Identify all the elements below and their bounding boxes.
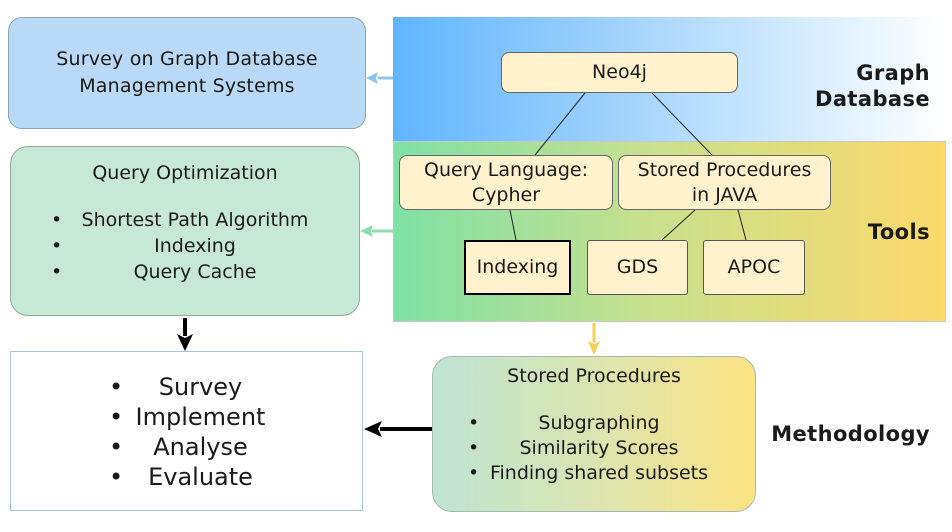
query-optimization-list: Shortest Path Algorithm Indexing Query C… bbox=[51, 207, 339, 285]
methodology-list: Subgraphing Similarity Scores Finding sh… bbox=[468, 411, 730, 486]
indexing-label: Indexing bbox=[476, 256, 559, 278]
neo4j-label: Neo4j bbox=[592, 61, 647, 83]
indexing-node: Indexing bbox=[464, 240, 571, 295]
list-item: Query Cache bbox=[51, 259, 339, 285]
apoc-label: APOC bbox=[727, 256, 781, 278]
arrow-tools-to-query-optimization bbox=[360, 225, 393, 237]
arrow-methodology-to-steps bbox=[364, 421, 432, 437]
query-language-node: Query Language: Cypher bbox=[399, 155, 613, 210]
list-item: Analyse bbox=[109, 432, 292, 462]
arrow-tools-to-methodology bbox=[588, 323, 600, 355]
list-item: Survey bbox=[109, 372, 292, 402]
edge-stored-procedures-apoc bbox=[737, 209, 747, 241]
query-optimization-box: Query Optimization Shortest Path Algorit… bbox=[10, 146, 360, 316]
query-language-line-1: Query Language: bbox=[424, 158, 588, 181]
methodology-title: Stored Procedures bbox=[507, 365, 681, 387]
methodology-label: Methodology bbox=[771, 422, 930, 446]
neo4j-node: Neo4j bbox=[501, 52, 738, 93]
stored-procedures-node: Stored Procedures in JAVA bbox=[618, 155, 831, 210]
list-item: Subgraphing bbox=[468, 411, 730, 436]
list-item: Similarity Scores bbox=[468, 436, 730, 461]
survey-line-1: Survey on Graph Database bbox=[56, 48, 318, 70]
apoc-node: APOC bbox=[703, 240, 805, 295]
graph-database-label-line-2: Database bbox=[815, 87, 930, 111]
graph-database-label: Graph Database bbox=[770, 60, 930, 112]
steps-box: Survey Implement Analyse Evaluate bbox=[10, 351, 363, 511]
arrow-query-optimization-to-steps bbox=[177, 318, 193, 351]
gds-node: GDS bbox=[587, 240, 688, 295]
query-optimization-title: Query Optimization bbox=[92, 162, 278, 184]
query-language-line-2: Cypher bbox=[471, 183, 541, 206]
stored-procedures-line-1: Stored Procedures bbox=[637, 158, 812, 181]
methodology-box: Stored Procedures Subgraphing Similarity… bbox=[432, 356, 756, 512]
list-item: Shortest Path Algorithm bbox=[51, 207, 339, 233]
edge-neo4j-stored-procedures bbox=[651, 92, 713, 156]
list-item: Evaluate bbox=[109, 462, 292, 492]
edge-neo4j-query-language bbox=[534, 92, 586, 156]
stored-procedures-line-2: in JAVA bbox=[691, 183, 758, 206]
gds-label: GDS bbox=[616, 256, 659, 278]
steps-list: Survey Implement Analyse Evaluate bbox=[109, 372, 292, 492]
survey-line-2: Management Systems bbox=[79, 75, 295, 97]
list-item: Finding shared subsets bbox=[468, 461, 730, 486]
edge-stored-procedures-gds bbox=[661, 209, 696, 241]
survey-box: Survey on Graph Database Management Syst… bbox=[8, 17, 366, 129]
arrow-graph-to-survey bbox=[366, 72, 393, 84]
graph-database-label-line-1: Graph bbox=[856, 61, 930, 85]
tools-label: Tools bbox=[867, 220, 930, 244]
list-item: Implement bbox=[109, 402, 292, 432]
list-item: Indexing bbox=[51, 233, 339, 259]
edge-query-language-indexing bbox=[509, 209, 517, 241]
